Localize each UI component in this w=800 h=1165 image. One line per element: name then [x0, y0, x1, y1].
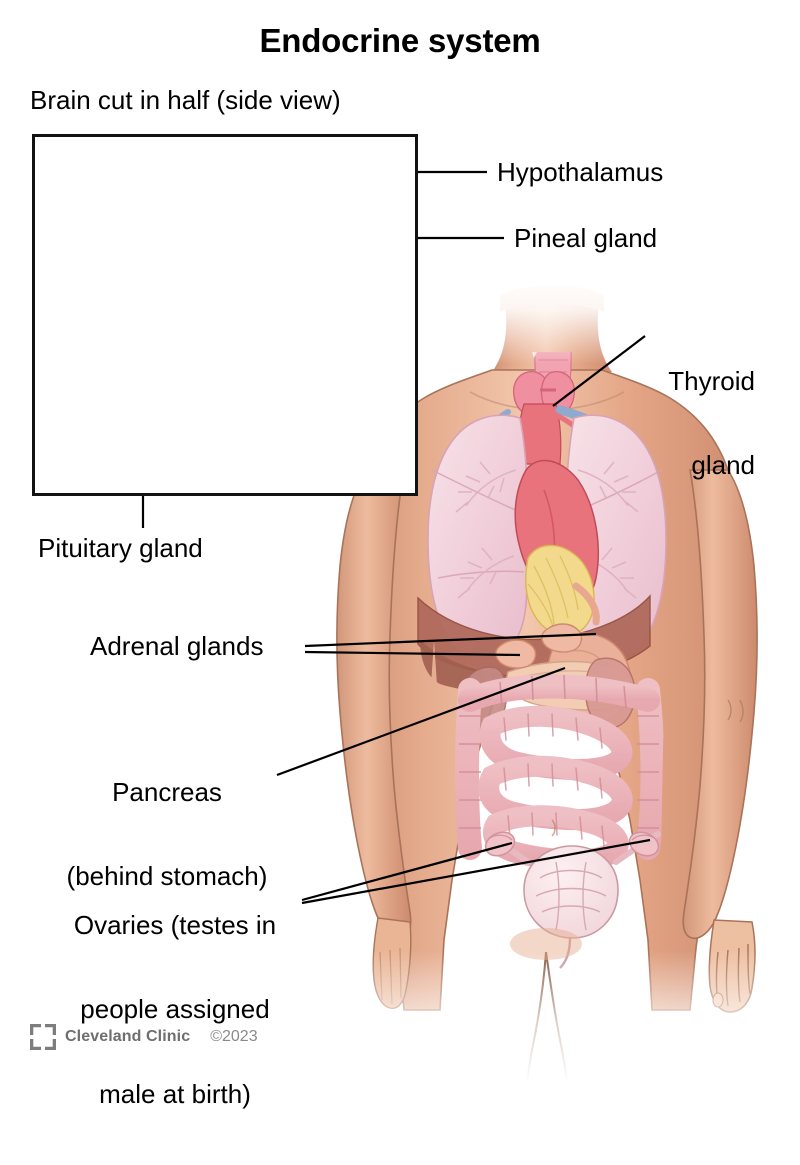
- leader-lines: [141, 170, 651, 905]
- leader-ovary-right: [301, 838, 651, 905]
- heart-organ: [514, 459, 600, 637]
- large-intestine-organ: [455, 674, 665, 860]
- label-adrenal-glands: Adrenal glands: [90, 631, 264, 661]
- label-pancreas-line2: (behind stomach): [66, 861, 268, 892]
- label-thyroid-line2: gland: [691, 450, 755, 481]
- label-pineal-gland: Pineal gland: [514, 223, 658, 253]
- label-thyroid-line1: Thyroid: [668, 366, 755, 397]
- inset-caption: Brain cut in half (side view): [30, 85, 341, 115]
- illustration-stage: Endocrine system Brain cut in half (side…: [30, 22, 780, 1108]
- label-pancreas-line1: Pancreas: [112, 777, 222, 808]
- reproductive-organs: [483, 831, 661, 969]
- brain-inset-frame: [32, 134, 418, 496]
- footer-copyright: ©2023: [210, 1028, 258, 1045]
- label-thyroid-gland: Thyroid gland: [668, 311, 755, 536]
- label-hypothalamus: Hypothalamus: [497, 157, 664, 187]
- footer: Cleveland Clinic ©2023: [30, 1024, 258, 1050]
- label-pancreas: Pancreas (behind stomach): [32, 722, 302, 947]
- cleveland-clinic-logo-icon: [30, 1024, 56, 1050]
- footer-brand-name: Cleveland Clinic: [65, 1028, 191, 1045]
- leader-ovary-left: [301, 841, 513, 902]
- label-ovaries-line1: Ovaries (testes in: [73, 910, 277, 941]
- label-ovaries-line2: people assigned: [80, 994, 270, 1025]
- leader-thyroid: [552, 335, 646, 407]
- leader-adrenal-1: [304, 632, 597, 648]
- label-ovaries-line3: male at birth): [99, 1078, 251, 1109]
- page-title: Endocrine system: [259, 22, 541, 59]
- ovary-right: [628, 831, 660, 857]
- human-body-figure: [336, 272, 780, 1083]
- leader-pancreas: [276, 666, 566, 777]
- label-pituitary-gland: Pituitary gland: [38, 533, 203, 563]
- label-ovaries: Ovaries (testes in people assigned male …: [30, 855, 320, 1164]
- leader-adrenal-2: [304, 650, 521, 657]
